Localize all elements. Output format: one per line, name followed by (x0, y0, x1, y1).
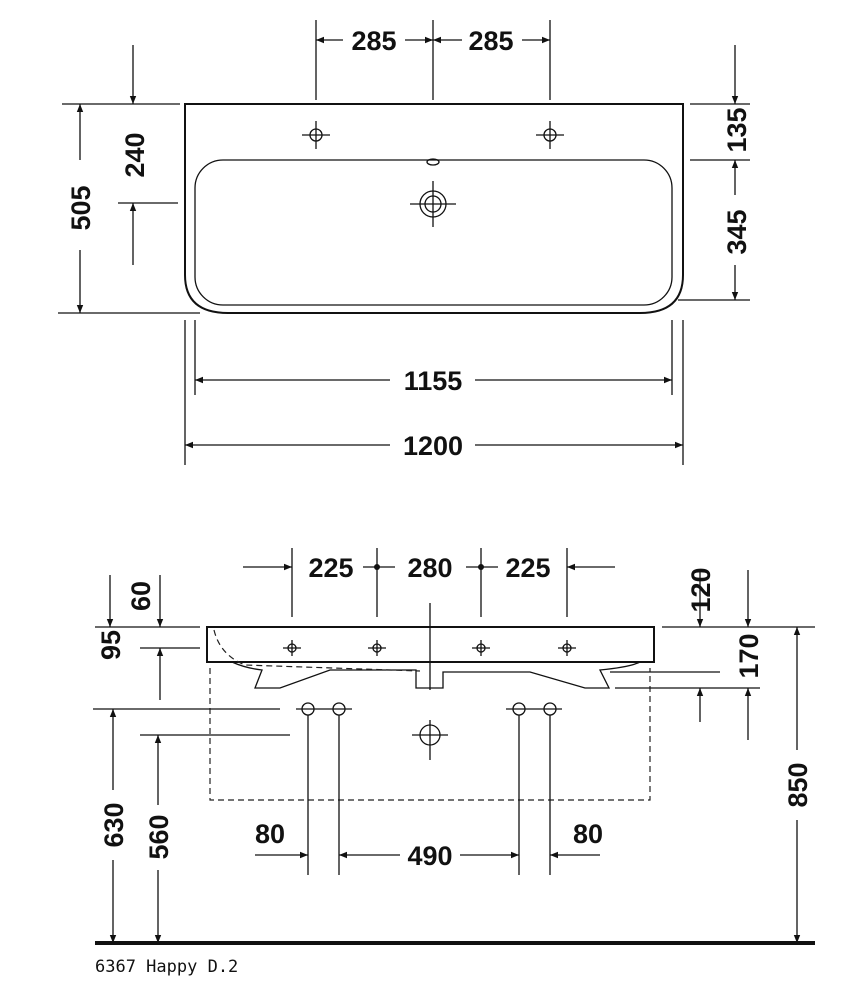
dim-60: 60 (126, 581, 156, 611)
supply-holes (296, 702, 562, 716)
basin-outline (184, 103, 684, 314)
dim-850: 850 (783, 762, 813, 807)
dim-490: 490 (407, 841, 452, 871)
dim-1200: 1200 (403, 431, 463, 461)
dim-240: 240 (120, 132, 150, 177)
dim-135: 135 (722, 107, 752, 152)
dim-225-right: 225 (505, 553, 550, 583)
dim-95: 95 (96, 630, 126, 660)
dim-560: 560 (144, 814, 174, 859)
dim-280: 280 (407, 553, 452, 583)
tap-markers (283, 640, 576, 656)
bowl-outline (194, 159, 673, 306)
dim-1155: 1155 (404, 366, 463, 396)
top-view: 285 285 505 240 135 345 1155 1200 (58, 20, 752, 465)
dim-345: 345 (722, 209, 752, 254)
dim-225-left: 225 (308, 553, 353, 583)
dim-170: 170 (734, 633, 764, 678)
tap-hole-right (536, 121, 564, 149)
dim-285-left: 285 (351, 26, 396, 56)
dim-285-right: 285 (468, 26, 513, 56)
dim-630: 630 (99, 802, 129, 847)
basin-front-outline (206, 626, 655, 663)
caption: 6367 Happy D.2 (95, 957, 238, 977)
dim-120: 120 (686, 567, 716, 612)
drain-icon (410, 181, 456, 227)
dim-505: 505 (66, 185, 96, 230)
tap-hole-left (302, 121, 330, 149)
dim-80-right: 80 (573, 819, 603, 849)
dim-80-left: 80 (255, 819, 285, 849)
front-view: 225 280 225 60 95 630 560 120 170 850 80… (93, 548, 815, 945)
overflow-icon (426, 158, 440, 166)
